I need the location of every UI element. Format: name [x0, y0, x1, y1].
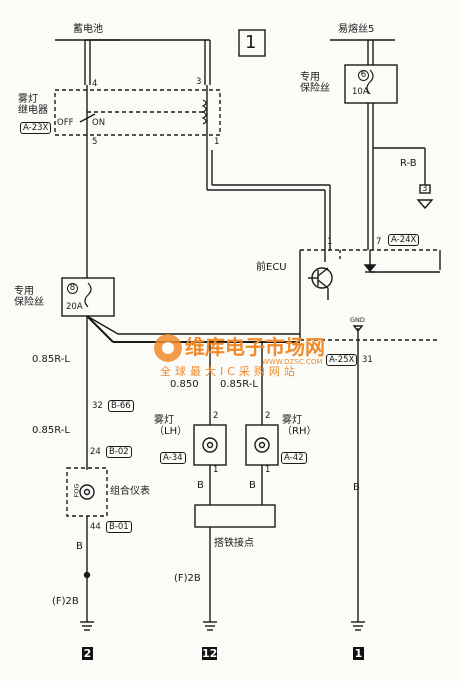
pin-31: 31 [362, 355, 373, 365]
relay-coil [201, 99, 207, 125]
ground-point-box [194, 504, 276, 528]
relay-off: OFF [57, 118, 74, 128]
gnd-label: GND [350, 316, 365, 324]
ground-number-2: 2 [82, 647, 93, 660]
wire-b-lh: B [197, 480, 204, 491]
watermark-url: WWW.DZSC.COM [262, 358, 323, 366]
fuse-top-box [344, 64, 398, 104]
pin-1: 1 [214, 137, 220, 147]
relay-on: ON [92, 118, 106, 128]
ground-number-12: 12 [202, 647, 218, 660]
pin-lh-1: 1 [213, 465, 219, 475]
fuse-top-number: 6 [358, 70, 369, 81]
fusible-link-label: 易熔丝5 [338, 24, 375, 35]
wire-b-meter: B [76, 541, 83, 552]
pin-ecu-7: 7 [376, 237, 382, 247]
pin-24: 24 [90, 447, 101, 457]
ground-number-1: 1 [353, 647, 364, 660]
fog-relay-label: 雾灯 继电器 [18, 94, 48, 116]
page-number: 1 [245, 32, 257, 53]
pin-ecu-1: 1 [327, 237, 333, 247]
fog-rh-label: 雾灯 （RH） [282, 415, 317, 437]
gnd-connector: A-25X [326, 354, 358, 366]
wire-085rl-c: 0.85R-L [220, 379, 258, 390]
meter-conn-1: B-66 [108, 400, 134, 412]
ground-symbol-1 [351, 621, 365, 631]
fuse-left-number: 8 [67, 283, 78, 294]
wire-085rl-b: 0.85R-L [32, 425, 70, 436]
pin-rh-1: 1 [265, 465, 271, 475]
fog-rh-connector: A-42 [281, 452, 307, 464]
pin-44: 44 [90, 522, 101, 532]
ground-3: 3 [422, 184, 428, 194]
dedicated-fuse-top-label: 专用 保险丝 [300, 72, 330, 94]
ground-symbol-12 [203, 621, 217, 631]
wire-b-ecu: B [353, 482, 360, 493]
dedicated-fuse-left-label: 专用 保险丝 [14, 286, 44, 308]
pin-3: 3 [196, 77, 202, 87]
wire-f2b-left: (F)2B [52, 596, 79, 607]
pin-32: 32 [92, 401, 103, 411]
pin-4: 4 [92, 79, 98, 89]
watermark-brand: 维库电子市场网 [185, 335, 325, 359]
meter-conn-3: B-01 [106, 521, 132, 533]
meter-fog: FOG [72, 483, 81, 498]
fuse-left-rating: 20A [66, 302, 83, 312]
watermark-slogan: 全球最大IC采购网站 [160, 365, 299, 378]
meter-conn-2: B-02 [106, 446, 132, 458]
wire-f2b-mid: (F)2B [174, 573, 201, 584]
fog-lh-label: 雾灯 （LH） [154, 415, 188, 437]
wire-085o: 0.850 [170, 379, 199, 390]
ground-symbol-2 [80, 621, 94, 631]
pin-5: 5 [92, 137, 98, 147]
pin-rh-2: 2 [265, 411, 271, 421]
meter-label: 组合仪表 [110, 486, 150, 497]
fuse-top-rating: 10A [352, 87, 369, 97]
ecu-connector: A-24X [388, 234, 420, 246]
wire-rb: R-B [400, 158, 417, 169]
battery-label: 蓄电池 [73, 24, 103, 35]
front-ecu-label: 前ECU [256, 262, 287, 273]
pin-lh-2: 2 [213, 411, 219, 421]
relay-connector: A-23X [20, 122, 52, 134]
wire-b-rh: B [249, 480, 256, 491]
wire-085rl-a: 0.85R-L [32, 354, 70, 365]
ground-point-label: 搭铁接点 [214, 538, 254, 549]
fog-lh-connector: A-34 [160, 452, 186, 464]
